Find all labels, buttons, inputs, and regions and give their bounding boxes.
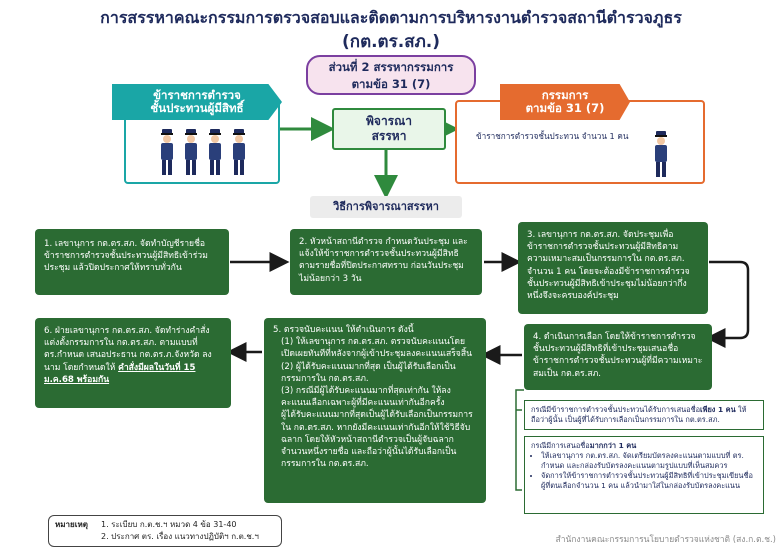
- consider-recruit-box: พิจารณา สรรหา: [332, 108, 446, 150]
- consider-recruit-line2: สรรหา: [371, 129, 407, 143]
- police-officer-icon: [209, 129, 221, 175]
- step-6-effective-date: คำสั่งมีผลในวันที่ 15 ม.ค.68 พร้อมกัน: [44, 362, 196, 385]
- page-subtitle: (กต.ตร.สภ.): [342, 32, 440, 52]
- step-4-text: 4. ดำเนินการเลือก โดยให้ข้าราชการตำรวจชั…: [533, 332, 703, 379]
- step-6-text: 6. ฝ่ายเลขานุการ กต.ตร.สภ. จัดทำร่างคำสั…: [44, 326, 212, 373]
- eligible-officers-ribbon-line1: ข้าราชการตำรวจ: [153, 88, 241, 102]
- step-5-point-4: ผู้ได้รับคะแนนมากที่สุดเป็นผู้ได้รับเลือ…: [281, 410, 473, 470]
- step-1-text: 1. เลขานุการ กต.ตร.สภ. จัดทำบัญชีรายชื่อ…: [44, 239, 208, 274]
- note-single-bold: เพียง 1 คน: [700, 405, 736, 414]
- page-title: การสรรหาคณะกรรมการตรวจสอบและติดตามการบริ…: [100, 8, 682, 27]
- committee-ribbon-line1: กรรมการ: [541, 88, 589, 102]
- committee-ribbon: กรรมการ ตามข้อ 31 (7): [500, 84, 630, 120]
- note-single-nominee: กรณีมีข้าราชการตำรวจชั้นประทวนได้รับการเ…: [524, 400, 764, 430]
- note-multi-bullet-1: ให้เลขานุการ กต.ตร.สภ. จัดเตรียมบัตรลงคะ…: [541, 451, 757, 471]
- eligible-officers-ribbon-line2: ชั้นประทวนผู้มีสิทธิ์: [150, 101, 244, 115]
- step-3-box: 3. เลขานุการ กต.ตร.สภ. จัดประชุมเพื่อข้า…: [518, 222, 708, 314]
- police-officer-icon: [233, 129, 245, 175]
- committee-ribbon-line2: ตามข้อ 31 (7): [525, 101, 605, 115]
- step-6-box: 6. ฝ่ายเลขานุการ กต.ตร.สภ. จัดทำร่างคำสั…: [35, 318, 231, 408]
- note-single-pre: กรณีมีข้าราชการตำรวจชั้นประทวนได้รับการเ…: [531, 405, 701, 414]
- remark-item-2: 2. ประกาศ ตร. เรื่อง แนวทางปฏิบัติฯ ก.ต.…: [101, 532, 259, 541]
- step-4-box: 4. ดำเนินการเลือก โดยให้ข้าราชการตำรวจชั…: [524, 324, 712, 390]
- note-multi-pre: กรณีมีการเสนอชื่อ: [531, 441, 590, 450]
- arrow-step3-to-step4: [705, 260, 750, 348]
- consider-recruit-line1: พิจารณา: [366, 114, 412, 128]
- committee-text: ข้าราชการตำรวจชั้นประทวน จำนวน 1 คน: [476, 131, 629, 141]
- step-5-point-1: (1) ให้เลขานุการ กต.ตร.สภ. ตรวจนับคะแนนโ…: [281, 337, 472, 360]
- section-pill-line1: ส่วนที่ 2 สรรหากรรมการ: [328, 60, 454, 74]
- step-2-text: 2. หัวหน้าสถานีตำรวจ กำหนดวันประชุม และแ…: [299, 237, 468, 284]
- eligible-officers-ribbon: ข้าราชการตำรวจ ชั้นประทวนผู้มีสิทธิ์: [112, 84, 282, 120]
- step-5-intro: 5. ตรวจนับคะแนน ให้ดำเนินการ ดังนี้: [273, 325, 414, 335]
- step-2-box: 2. หัวหน้าสถานีตำรวจ กำหนดวันประชุม และแ…: [290, 229, 482, 295]
- note-multiple-nominees: กรณีมีการเสนอชื่อมากกว่า 1 คน ให้เลขานุก…: [524, 436, 764, 514]
- remark-item-1: 1. ระเบียบ ก.ต.ช.ฯ หมวด 4 ข้อ 31-40: [101, 520, 237, 529]
- step-5-point-3: (3) กรณีมีผู้ได้รับคะแนนมากที่สุดเท่ากัน…: [281, 386, 451, 409]
- section-pill-line2: ตามข้อ 31 (7): [351, 77, 431, 91]
- note-bracket: [515, 389, 524, 491]
- method-label: วิธีการพิจารณาสรรหา: [310, 196, 462, 218]
- police-officer-icon: [161, 129, 173, 175]
- section-pill: ส่วนที่ 2 สรรหากรรมการ ตามข้อ 31 (7): [306, 55, 476, 95]
- note-multi-bullet-2: จัดการให้ข้าราชการตำรวจชั้นประทวนผู้มีสิ…: [541, 471, 757, 491]
- remark-box: หมายเหตุ 1. ระเบียบ ก.ต.ช.ฯ หมวด 4 ข้อ 3…: [48, 515, 282, 547]
- footer-office: สำนักงานคณะกรรมการนโยบายตำรวจแห่งชาติ (ส…: [555, 535, 776, 545]
- note-single-post: ให้ถือว่าผู้นั้น เป็นผู้ที่ได้รับการเลือ…: [531, 405, 747, 424]
- step-5-point-2: (2) ผู้ได้รับคะแนนมากที่สุด เป็นผู้ได้รั…: [281, 361, 456, 384]
- step-5-box: 5. ตรวจนับคะแนน ให้ดำเนินการ ดังนี้ (1) …: [264, 318, 486, 503]
- step-1-box: 1. เลขานุการ กต.ตร.สภ. จัดทำบัญชีรายชื่อ…: [35, 229, 229, 295]
- remark-label: หมายเหตุ: [55, 520, 88, 529]
- police-officer-icon: [185, 129, 197, 175]
- note-multi-bold: มากกว่า 1 คน: [589, 441, 637, 450]
- step-3-text: 3. เลขานุการ กต.ตร.สภ. จัดประชุมเพื่อข้า…: [527, 230, 690, 302]
- police-officer-icon: [655, 131, 667, 177]
